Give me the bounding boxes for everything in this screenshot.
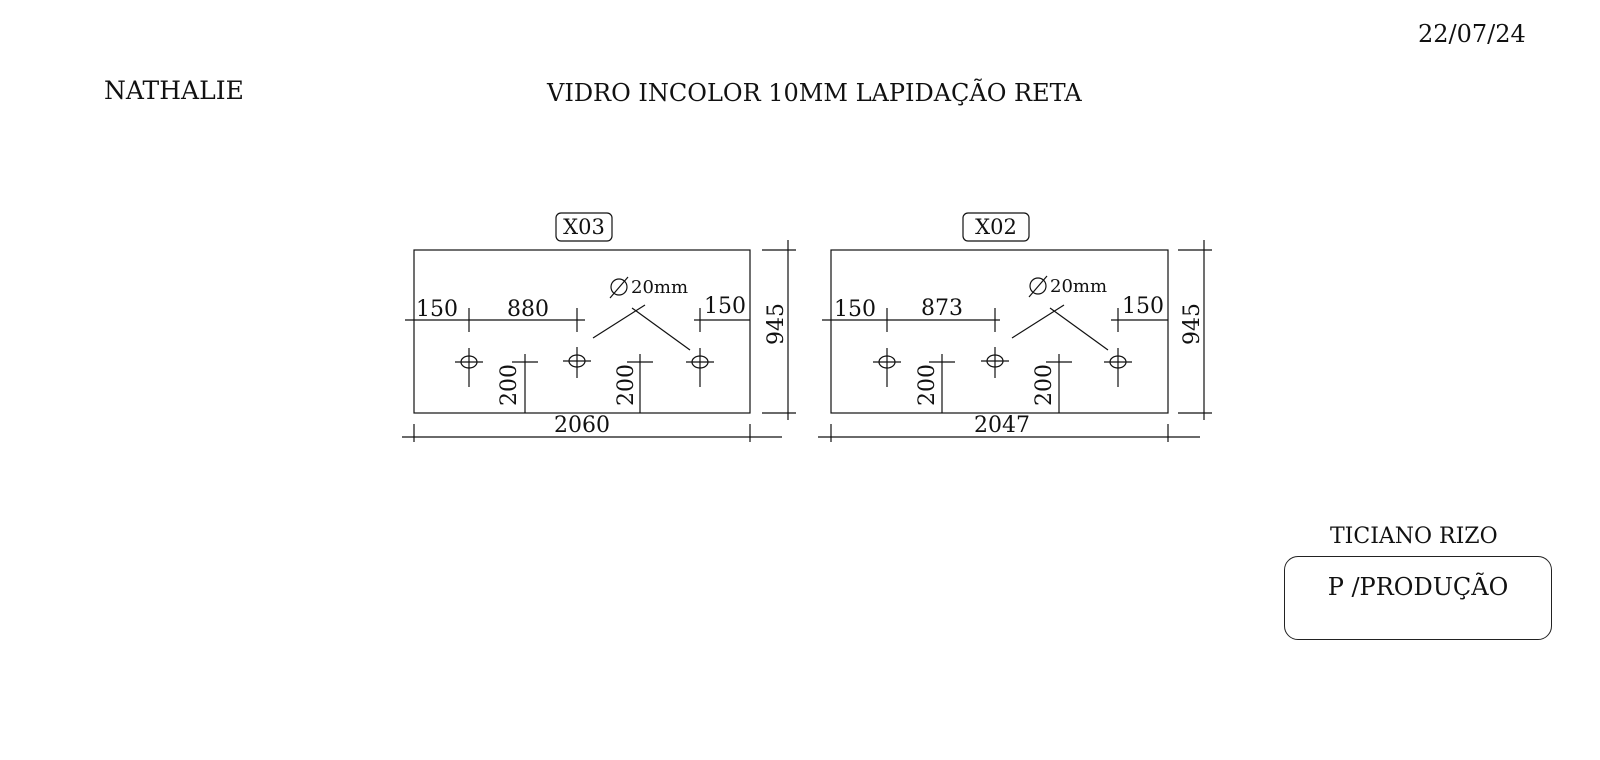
diameter-symbol [609, 276, 629, 299]
hole-marker [455, 348, 483, 387]
hole-spacing-label: 873 [921, 296, 963, 321]
signer-name: TICIANO RIZO [1330, 524, 1498, 549]
width-label: 2060 [554, 413, 610, 438]
hole-diameter-label: 20mm [631, 277, 688, 298]
leader-line [1011, 304, 1065, 339]
production-stamp: P /PRODUÇÃO [1284, 556, 1552, 640]
hole-marker [1104, 348, 1132, 387]
height-label: 945 [1180, 303, 1205, 345]
drawing-date: 22/07/24 [1418, 20, 1526, 48]
edge-right-label: 150 [704, 294, 746, 319]
hole-marker [686, 348, 714, 387]
drawing-title: VIDRO INCOLOR 10MM LAPIDAÇÃO RETA [547, 79, 1082, 107]
stamp-label: P /PRODUÇÃO [1327, 573, 1509, 601]
hole-marker [981, 347, 1009, 378]
leader-line [1049, 307, 1109, 351]
width-label: 2047 [974, 413, 1030, 438]
vertical-right-label: 200 [1032, 364, 1057, 406]
panel-tag-box [555, 212, 613, 242]
panel-x03: X03 150 880 150 20mm [402, 212, 796, 442]
panel-tag-box [962, 212, 1030, 242]
height-label: 945 [764, 303, 789, 345]
edge-left-label: 150 [416, 297, 458, 322]
panel-tag: X02 [975, 215, 1017, 239]
panel-tag: X03 [563, 215, 605, 239]
edge-left-label: 150 [834, 297, 876, 322]
hole-marker [873, 348, 901, 387]
leader-line [631, 307, 691, 351]
leader-line [592, 304, 646, 339]
hole-diameter-label: 20mm [1050, 276, 1107, 297]
vertical-left-label: 200 [497, 364, 522, 406]
hole-marker [563, 347, 591, 378]
client-name: NATHALIE [104, 76, 244, 105]
vertical-right-label: 200 [614, 364, 639, 406]
edge-right-label: 150 [1122, 294, 1164, 319]
hole-spacing-label: 880 [507, 297, 549, 322]
glass-panel [830, 249, 1169, 414]
vertical-left-label: 200 [915, 364, 940, 406]
diameter-symbol [1028, 275, 1048, 298]
panel-x02: X02 150 873 150 20mm [818, 212, 1212, 442]
glass-panel [413, 249, 751, 414]
